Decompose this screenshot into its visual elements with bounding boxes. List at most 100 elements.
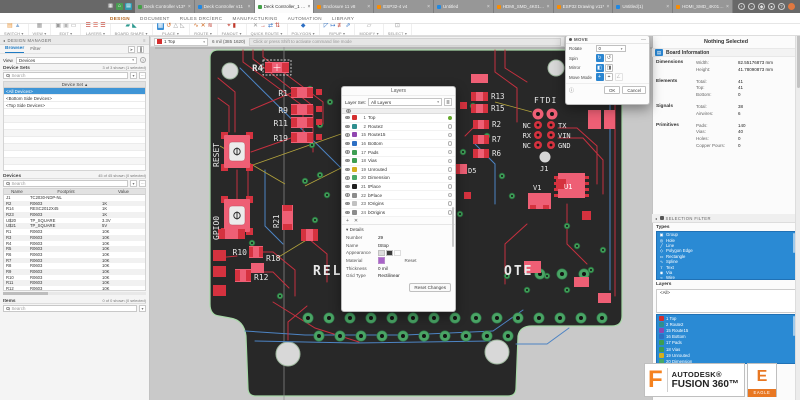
more-options-button[interactable]: ⋯ bbox=[139, 72, 146, 79]
collapse-panel-icon[interactable]: ◂ bbox=[3, 37, 6, 43]
visibility-eye-icon[interactable] bbox=[345, 184, 350, 189]
component-ftdi-header[interactable] bbox=[532, 108, 558, 163]
menu-library[interactable]: LIBRARY bbox=[331, 15, 355, 21]
swap-icon[interactable]: ⇗ bbox=[345, 23, 351, 30]
grid-view-icon[interactable]: ▦ bbox=[36, 23, 43, 30]
filter-type-group[interactable]: ▣Group bbox=[659, 232, 678, 238]
measure-icon[interactable]: ◺ bbox=[179, 23, 185, 30]
cancel-button[interactable]: Cancel bbox=[622, 86, 646, 94]
place-component-icon[interactable]: ▦ bbox=[156, 23, 165, 31]
component-r1[interactable] bbox=[291, 87, 322, 98]
layer-color-swatch[interactable] bbox=[352, 115, 357, 121]
search-options-button[interactable]: ▾ bbox=[130, 72, 137, 79]
active-layer-select[interactable]: 1 Top ▾ bbox=[154, 37, 208, 46]
document-tab-10[interactable]: HDMI_SMD_4K010 v1× bbox=[673, 0, 733, 13]
visibility-eye-icon[interactable] bbox=[345, 124, 350, 129]
profile-icon[interactable] bbox=[788, 3, 795, 10]
mirror-vertical-button[interactable]: ◨ bbox=[605, 63, 613, 72]
material-reset-link[interactable]: Reset bbox=[404, 258, 417, 264]
ok-button[interactable]: OK bbox=[603, 86, 621, 94]
toolbar-group-label[interactable]: ROUTE ▾ bbox=[194, 31, 212, 36]
filter-layer-unrouted[interactable]: 19 Unrouted bbox=[657, 352, 795, 358]
active-layer-radio[interactable] bbox=[447, 115, 452, 121]
toolbar-group-label[interactable]: PLACE ▾ bbox=[162, 31, 179, 36]
filter-type-hole[interactable]: ◎Hole bbox=[659, 237, 675, 243]
tab-filter[interactable]: Filter bbox=[30, 46, 41, 52]
toolbar-group-label[interactable]: LAYERS ▾ bbox=[85, 31, 106, 36]
toolbar-group-label[interactable]: SWITCH ▾ bbox=[4, 31, 24, 36]
move-mode-translate-button[interactable]: + bbox=[595, 73, 604, 82]
toolbar-group-label[interactable]: POLYGON ▾ bbox=[291, 31, 315, 36]
active-layer-radio[interactable] bbox=[447, 149, 452, 155]
help-icon[interactable]: ? bbox=[140, 57, 146, 63]
board-corner-icon[interactable]: ◣ bbox=[132, 23, 137, 30]
dialog-scrollbar[interactable] bbox=[451, 207, 454, 247]
component-v1[interactable] bbox=[528, 193, 551, 209]
polygon-icon[interactable]: ◆ bbox=[300, 23, 306, 30]
fanout-via-icon[interactable]: ⌖ bbox=[227, 23, 231, 30]
reroute-icon[interactable]: ⇅ bbox=[275, 23, 281, 30]
filter-type-wire[interactable]: ≈Wire bbox=[660, 275, 675, 280]
cleanup-icon[interactable]: ≢ bbox=[337, 23, 344, 30]
delete-icon[interactable]: ▭ bbox=[70, 23, 77, 30]
tab-close-icon[interactable]: × bbox=[247, 3, 251, 10]
modify-tool-icon[interactable]: ▱ bbox=[366, 23, 372, 30]
tab-close-icon[interactable]: × bbox=[486, 3, 490, 10]
quickroute-icon[interactable]: ✕ bbox=[252, 23, 259, 30]
view-select[interactable]: Devices▾ bbox=[15, 56, 137, 64]
visibility-eye-icon[interactable] bbox=[345, 159, 350, 163]
route-length-icon[interactable]: ≋ bbox=[207, 23, 213, 30]
details-expander[interactable]: ▾ Details bbox=[346, 227, 364, 232]
toolbar-group-label[interactable]: RIPUP ▾ bbox=[329, 31, 346, 36]
column-name[interactable]: Name bbox=[11, 189, 23, 194]
filter-layer-route15[interactable]: 15 Route15 bbox=[657, 327, 795, 333]
device-set-column-header[interactable]: Device Set bbox=[61, 82, 83, 87]
move-dialog-header[interactable]: MOVE — bbox=[566, 36, 649, 44]
copy-icon[interactable]: ▣ bbox=[55, 23, 62, 30]
fanout-stack-icon[interactable]: ▮ bbox=[232, 23, 236, 30]
board-information-icon[interactable]: ▤ bbox=[655, 49, 663, 56]
layer-set-select[interactable]: All Layers▾ bbox=[367, 98, 442, 106]
active-layer-radio[interactable] bbox=[447, 124, 452, 129]
filter-layer-vias[interactable]: 18 Vias bbox=[657, 346, 795, 352]
toolbar-group-label[interactable]: FANOUT ▾ bbox=[221, 31, 242, 36]
component-r11[interactable] bbox=[291, 117, 322, 128]
search-icon[interactable] bbox=[137, 45, 144, 53]
items-search-input[interactable]: Search bbox=[3, 305, 137, 312]
device-set-row[interactable]: <All Devices> bbox=[4, 88, 145, 95]
device-sets-search-input[interactable]: Search bbox=[3, 72, 128, 79]
component-r7[interactable] bbox=[473, 135, 489, 144]
visibility-eye-icon[interactable] bbox=[345, 133, 350, 137]
paste-icon[interactable]: ▣ bbox=[63, 23, 69, 30]
toolbar-group-label[interactable]: EDIT ▾ bbox=[59, 31, 73, 36]
minimize-dialog-icon[interactable]: — bbox=[641, 36, 646, 43]
mirror-horizontal-button[interactable]: ◧ bbox=[595, 63, 604, 72]
visibility-eye-icon[interactable] bbox=[345, 176, 350, 180]
layer-set-menu-button[interactable]: ≣ bbox=[444, 98, 452, 106]
component-r21[interactable] bbox=[282, 205, 293, 230]
job-status-icon[interactable]: ◔ bbox=[748, 3, 755, 10]
active-layer-radio[interactable] bbox=[447, 192, 452, 198]
visibility-eye-icon[interactable] bbox=[345, 193, 350, 197]
visibility-eye-icon[interactable] bbox=[345, 141, 350, 146]
layers-dialog-title[interactable]: Layers bbox=[342, 87, 455, 96]
filter-layer-all[interactable]: <All> bbox=[660, 290, 671, 295]
active-layer-radio[interactable] bbox=[447, 141, 452, 146]
document-tab-7[interactable]: HDMI_SMD_4K010 v2× bbox=[493, 0, 554, 13]
